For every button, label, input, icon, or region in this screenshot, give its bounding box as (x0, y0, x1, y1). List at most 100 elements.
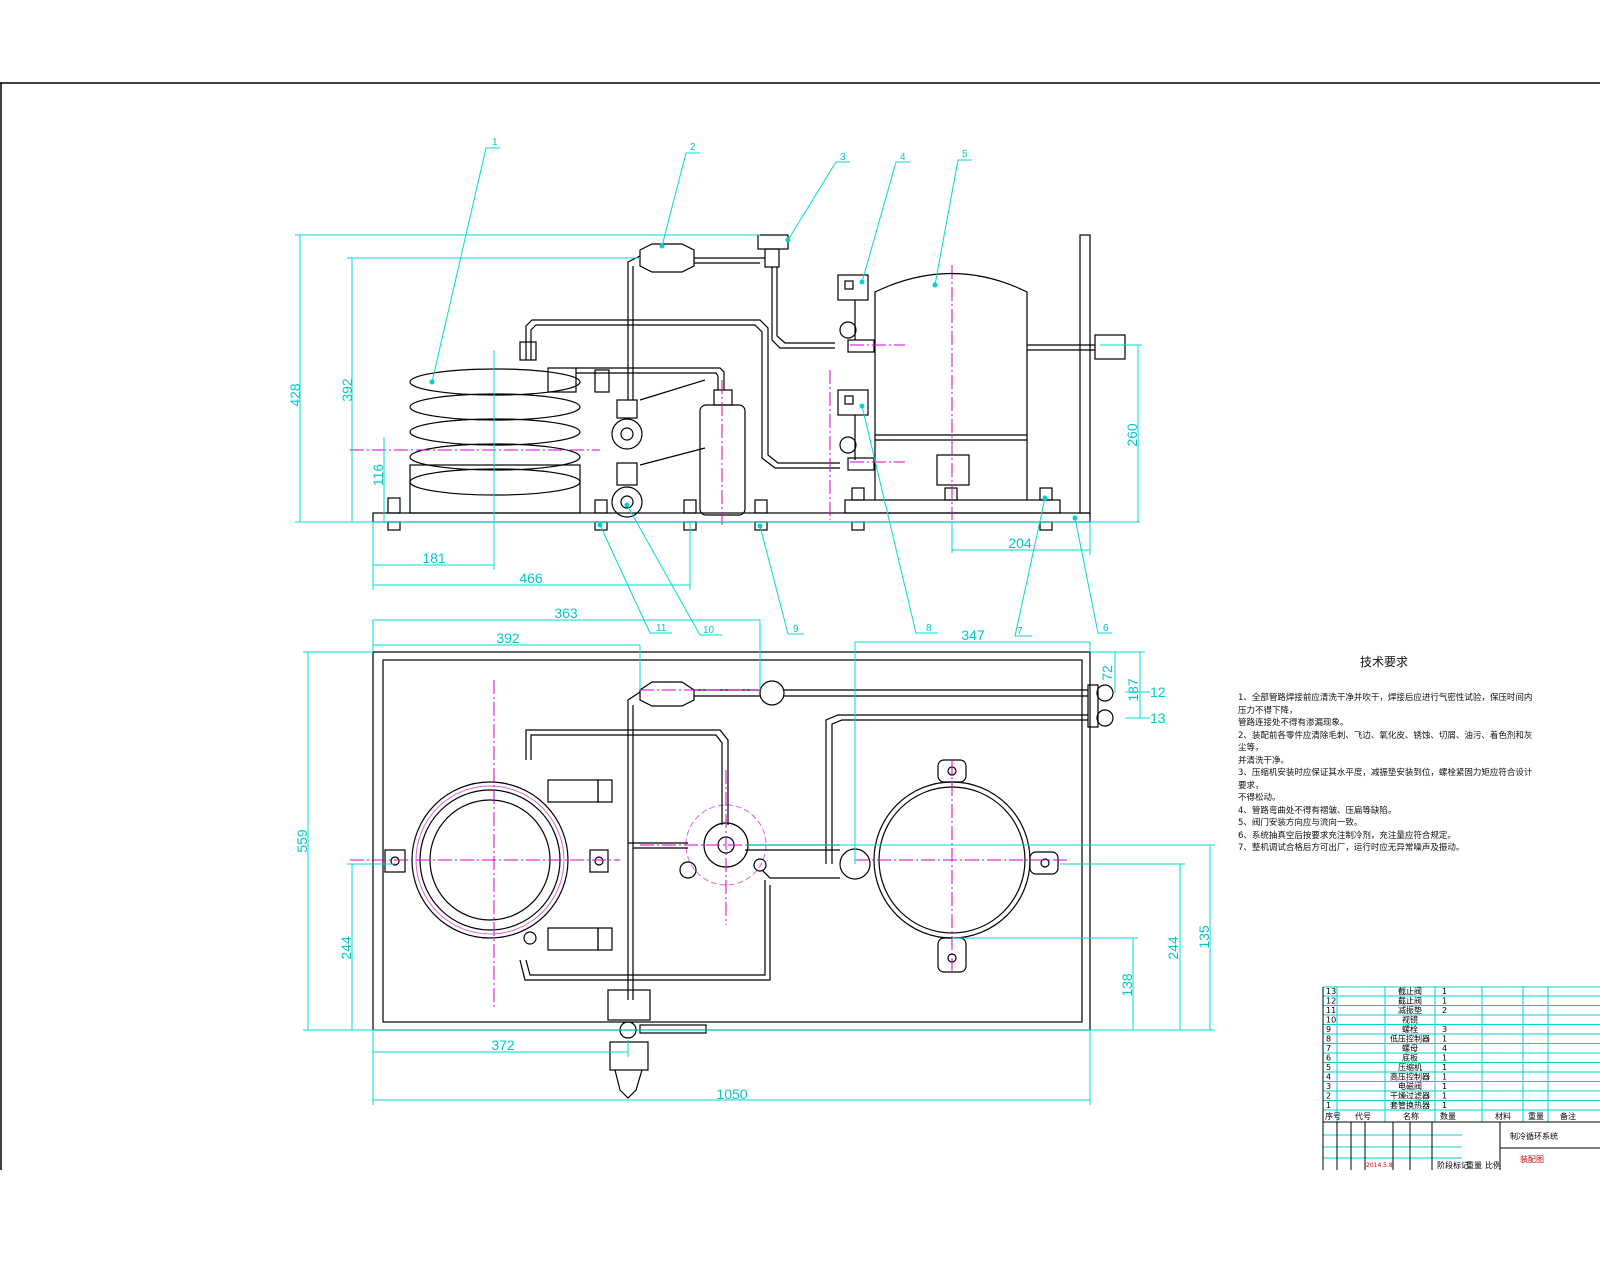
part-name: 高压控制器 (1390, 1072, 1430, 1082)
balloon-9: 9 (793, 624, 799, 635)
part-number: 7 (1326, 1044, 1331, 1053)
requirement-line: 不得松动。 (1238, 793, 1281, 803)
parts-header-name: 名称 (1403, 1111, 1419, 1121)
dim-244-right: 244 (1165, 936, 1181, 960)
part-number: 6 (1326, 1054, 1331, 1063)
part-quantity: 1 (1442, 1054, 1447, 1063)
part-name: 底板 (1402, 1053, 1418, 1063)
ratio-label: 比例 (1485, 1160, 1501, 1170)
requirement-line: 并清洗干净。 (1238, 755, 1290, 766)
dim-height-116: 116 (370, 464, 386, 487)
balloon-11: 11 (656, 623, 667, 634)
side-panel (1079, 234, 1091, 514)
part-quantity: 1 (1442, 987, 1447, 996)
requirement-line: 管路连接处不得有渗漏现象。 (1238, 718, 1349, 728)
stage-mark-label: 阶段标记 (1437, 1160, 1469, 1170)
dim-392: 392 (496, 630, 520, 646)
parts-header-qty: 数量 (1440, 1111, 1456, 1121)
weight-label: 重量 (1466, 1160, 1482, 1170)
balloon-5: 5 (962, 149, 968, 160)
balloon-3: 3 (840, 152, 846, 163)
dim-372: 372 (491, 1037, 515, 1053)
sight-glass (611, 486, 643, 518)
parts-header-weight: 重量 (1528, 1111, 1544, 1121)
part-number: 10 (1326, 1016, 1336, 1025)
base-plate-outline (372, 651, 1091, 1031)
dim-1050: 1050 (716, 1086, 747, 1102)
tech-requirements-title: 技术要求 (1360, 655, 1409, 669)
dim-244-left: 244 (338, 936, 354, 960)
solenoid-valve (757, 234, 789, 250)
balloon-8: 8 (926, 623, 932, 634)
part-name: 截止阀 (1398, 996, 1422, 1006)
balloon-1: 1 (492, 137, 498, 148)
part-name: 螺母 (1402, 1043, 1418, 1053)
heat-exchanger-coil (409, 367, 610, 514)
part-quantity: 2 (1442, 1006, 1447, 1015)
part-number: 2 (1326, 1092, 1331, 1101)
part-number: 12 (1326, 997, 1336, 1006)
part-quantity: 1 (1442, 1101, 1447, 1110)
top-view: 363 392 347 72 187 559 244 372 1050 138 … (294, 605, 1215, 1105)
dim-363: 363 (554, 605, 578, 621)
requirement-line: 4、管路弯曲处不得有褶皱、压扁等缺陷。 (1238, 805, 1397, 816)
tech-requirements: 1、全部管路焊接前应清洗干净并吹干，焊接后应进行气密性试验，保压时间内压力不得下… (1238, 692, 1538, 855)
dim-204: 204 (1008, 535, 1032, 551)
parts-header-code: 代号 (1355, 1111, 1371, 1121)
drawing-title: 制冷循环系统 (1510, 1131, 1558, 1141)
filter-drier (639, 243, 695, 273)
date: 2014.5.8 (1366, 1162, 1393, 1169)
part-name: 干燥过滤器 (1390, 1091, 1430, 1101)
dim-135: 135 (1196, 925, 1212, 949)
service-valve (1094, 334, 1126, 360)
balloon-13: 13 (1150, 710, 1166, 726)
balloon-6: 6 (1103, 623, 1109, 634)
part-name: 螺栓 (1402, 1024, 1418, 1034)
requirement-line: 1、全部管路焊接前应清洗干净并吹干，焊接后应进行气密性试验，保压时间内压力不得下… (1238, 693, 1533, 716)
part-number: 11 (1326, 1006, 1336, 1015)
part-number: 1 (1326, 1101, 1331, 1110)
high-pressure-controller (837, 274, 869, 301)
dim-height-428: 428 (287, 383, 303, 407)
part-quantity: 1 (1442, 1035, 1447, 1044)
part-quantity: 1 (1442, 1073, 1447, 1082)
part-number: 5 (1326, 1063, 1331, 1072)
part-number: 13 (1326, 987, 1336, 996)
requirement-line: 3、压缩机安装时应保证其水平度，减振垫安装到位，螺栓紧固力矩应符合设计要求， (1238, 768, 1533, 791)
part-name: 套管换热器 (1390, 1100, 1430, 1110)
part-quantity: 4 (1442, 1044, 1447, 1053)
parts-header-remark: 备注 (1560, 1111, 1576, 1121)
part-balloons: 1 2 3 4 5 6 7 8 9 10 11 12 13 (429, 137, 1166, 726)
dim-559: 559 (294, 829, 310, 853)
part-quantity: 1 (1442, 997, 1447, 1006)
compressor (874, 273, 1028, 500)
balloon-7: 7 (1017, 626, 1023, 637)
dim-466: 466 (519, 570, 543, 586)
part-number: 3 (1326, 1082, 1331, 1091)
requirement-line: 2、装配前各零件应清除毛刺、飞边、氧化皮、锈蚀、切屑、油污、着色剂和灰尘等， (1238, 730, 1533, 754)
dim-72: 72 (1099, 665, 1115, 681)
part-name: 低压控制器 (1390, 1034, 1430, 1044)
parts-header-no: 序号 (1325, 1111, 1341, 1121)
requirement-line: 6、系统抽真空后按要求充注制冷剂，充注量应符合规定。 (1238, 830, 1456, 841)
dim-138: 138 (1119, 973, 1135, 997)
part-name: 压缩机 (1398, 1062, 1422, 1072)
dim-181: 181 (422, 550, 446, 566)
dim-347: 347 (961, 627, 985, 643)
front-view: 428 392 116 181 466 260 204 (287, 234, 1142, 590)
low-pressure-controller (837, 389, 869, 416)
balloon-10: 10 (703, 625, 715, 636)
dim-height-392: 392 (339, 378, 355, 402)
requirement-line: 7、整机调试合格后方可出厂，运行时应无异常噪声及振动。 (1238, 843, 1465, 853)
part-quantity: 1 (1442, 1092, 1447, 1101)
dim-187: 187 (1125, 678, 1141, 702)
part-quantity: 1 (1442, 1063, 1447, 1072)
part-name: 减振垫 (1398, 1005, 1422, 1015)
balloon-12: 12 (1150, 684, 1166, 700)
valve (611, 418, 643, 450)
base-plate (372, 512, 1091, 523)
part-number: 4 (1326, 1073, 1331, 1082)
requirement-line: 5、阀门安装方向应与流向一致。 (1238, 818, 1363, 828)
